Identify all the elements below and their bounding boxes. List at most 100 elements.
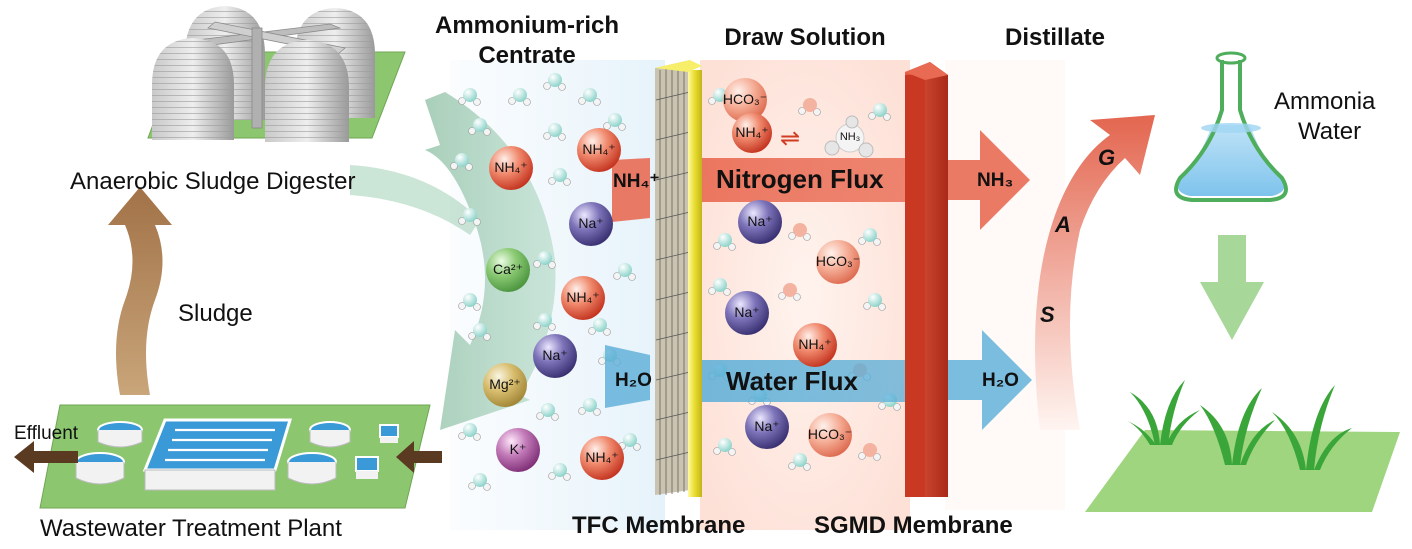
water-molecule	[548, 463, 571, 481]
distillate-header: Distillate	[1004, 24, 1106, 51]
draw-solution-header: Draw Solution	[724, 24, 886, 51]
water-flux-label: Water Flux	[726, 366, 858, 396]
draw-ion-nh4-label: NH₄⁺	[798, 336, 832, 352]
water-molecule	[468, 323, 491, 341]
feed-ion-ca-label: Ca²⁺	[493, 261, 523, 277]
effluent-label: Effluent	[14, 423, 79, 444]
gas-letter-a: A	[1055, 212, 1071, 237]
feed-ion-na-circle	[569, 202, 613, 246]
h2o-out-label: H₂O	[982, 370, 1019, 391]
water-molecule	[858, 443, 881, 461]
water-molecule	[450, 153, 473, 171]
water-molecule	[458, 88, 481, 106]
water-molecule	[458, 293, 481, 311]
wastewater-plant-illustration	[39, 404, 431, 509]
gas-letter-g: G	[1098, 145, 1116, 170]
feed-ion-na-label: Na⁺	[542, 347, 568, 363]
feed-ion-nh4-label: NH₄⁺	[582, 141, 616, 157]
water-molecule	[798, 98, 821, 116]
influent-arrow	[396, 441, 442, 473]
water-molecule	[543, 123, 566, 141]
sgmd-membrane	[905, 62, 948, 497]
water-molecule	[543, 73, 566, 91]
feed-ion-nh4-label: NH₄⁺	[494, 159, 528, 175]
draw-ion-hco3-label: HCO₃⁻	[807, 426, 853, 442]
tfc-membrane-label: TFC Membrane	[572, 512, 746, 539]
water-molecule	[578, 398, 601, 416]
water-molecule	[536, 403, 559, 421]
ammonia-flask	[1174, 51, 1288, 202]
draw-ion-hco3-label: HCO₃⁻	[722, 91, 768, 107]
feed-ion-ca-circle	[486, 248, 530, 292]
draw-ion-na-circle	[745, 405, 789, 449]
feed-ion-nh4-circle	[489, 146, 533, 190]
draw-ion-na-circle	[738, 200, 782, 244]
feed-ion-mg-label: Mg²⁺	[489, 376, 521, 392]
draw-ion-nh4-label: NH₄⁺	[735, 124, 769, 140]
ammonia-label-line1: Ammonia	[1274, 88, 1376, 115]
sludge-arrow	[108, 187, 172, 395]
water-molecule	[603, 113, 626, 131]
water-molecule	[708, 278, 731, 296]
water-molecule	[788, 453, 811, 471]
sgmd-membrane-label: SGMD Membrane	[814, 512, 1013, 539]
centrate-header-line2: Centrate	[478, 42, 576, 69]
nh3-molecule	[824, 115, 874, 158]
draw-ion-na-circle	[725, 291, 769, 335]
draw-ion-hco3-label: HCO₃⁻	[815, 253, 861, 269]
gas-arrow	[1035, 115, 1155, 430]
water-molecule	[788, 223, 811, 241]
centrate-header-line1: Ammonium-rich	[434, 12, 619, 39]
water-molecule	[588, 318, 611, 336]
water-molecule	[578, 88, 601, 106]
nh4-flux-label: NH₄⁺	[613, 171, 660, 192]
water-molecule	[548, 168, 571, 186]
feed-ion-nh4-circle	[577, 128, 621, 172]
draw-ion-nh4-circle	[793, 323, 837, 367]
water-molecule	[533, 251, 556, 269]
digester-label: Anaerobic Sludge Digester	[70, 168, 356, 195]
water-flux-arrow	[605, 345, 910, 408]
feed-ion-k-label: K⁺	[509, 441, 527, 457]
water-molecule	[713, 438, 736, 456]
water-molecule	[508, 88, 531, 106]
water-molecule	[458, 208, 481, 226]
water-molecule	[713, 233, 736, 251]
gas-letter-s: S	[1040, 302, 1055, 327]
field-illustration	[1085, 380, 1400, 512]
nitrogen-flux-arrow	[612, 158, 910, 222]
water-molecule	[613, 263, 636, 281]
feed-ion-mg-circle	[483, 363, 527, 407]
water-molecule	[533, 313, 556, 331]
nh3-out-label: NH₃	[977, 170, 1014, 191]
h2o-in-label: H₂O	[615, 370, 652, 391]
feed-ion-nh4-label: NH₄⁺	[585, 449, 619, 465]
draw-ion-nh3-label: NH₃	[839, 131, 861, 143]
feed-ion-k-circle	[496, 428, 540, 472]
ammonia-label-line2: Water	[1298, 118, 1362, 145]
nitrogen-flux-label: Nitrogen Flux	[716, 164, 884, 194]
feed-ion-nh4-circle	[580, 436, 624, 480]
draw-ion-na-label: Na⁺	[754, 418, 780, 434]
water-molecule	[458, 423, 481, 441]
feed-ion-nh4-circle	[561, 276, 605, 320]
draw-ion-hco3-circle	[816, 240, 860, 284]
feed-ion-na-circle	[533, 334, 577, 378]
water-molecule	[778, 283, 801, 301]
application-arrow	[1200, 235, 1264, 340]
wwtp-label: Wastewater Treatment Plant	[40, 515, 342, 542]
draw-ion-na-label: Na⁺	[734, 304, 760, 320]
sludge-label: Sludge	[178, 300, 253, 327]
draw-ion-na-label: Na⁺	[747, 213, 773, 229]
water-molecule	[468, 473, 491, 491]
water-molecule	[868, 103, 891, 121]
water-molecule	[468, 118, 491, 136]
draw-ion-hco3-circle	[723, 78, 767, 122]
water-molecule	[863, 293, 886, 311]
draw-ion-hco3-circle	[808, 413, 852, 457]
feed-ion-na-label: Na⁺	[578, 215, 604, 231]
draw-ion-nh4-circle	[732, 113, 772, 153]
anaerobic-digester-illustration	[147, 6, 406, 142]
feed-ion-nh4-label: NH₄⁺	[566, 289, 600, 305]
